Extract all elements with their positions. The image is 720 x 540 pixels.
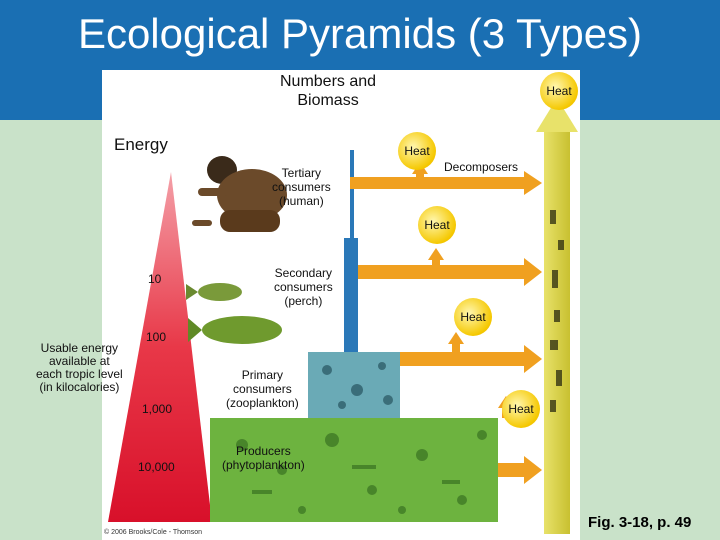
human-column xyxy=(350,150,354,238)
tertiary-consumers-label: Tertiary consumers (human) xyxy=(272,166,331,208)
energy-value-secondary: 100 xyxy=(146,330,167,344)
transfer-arrows xyxy=(350,171,542,484)
perch-fish-1 xyxy=(186,283,242,301)
page-title: Ecological Pyramids (3 Types) xyxy=(77,10,643,57)
energy-value-producers: 10,000 xyxy=(138,460,175,474)
perch-column xyxy=(344,238,358,352)
human-figure xyxy=(192,156,287,232)
heat-bubble-tertiary: Heat xyxy=(398,132,436,170)
heat-bubble-decomposers: Heat xyxy=(540,72,578,110)
primary-consumers-label: Primary consumers (zooplankton) xyxy=(226,368,299,410)
producers-block xyxy=(210,418,498,522)
perch-fish-2 xyxy=(188,316,282,344)
usable-energy-note: Usable energy available at each tropic l… xyxy=(36,341,123,394)
energy-label: Energy xyxy=(114,135,168,154)
energy-pyramid xyxy=(108,172,212,522)
figure-reference: Fig. 3-18, p. 49 xyxy=(588,514,692,531)
numbers-biomass-label: Numbers and Biomass xyxy=(280,73,377,109)
figure-graphic xyxy=(108,98,578,534)
energy-value-primary: 1,000 xyxy=(142,402,173,416)
copyright-credit: © 2006 Brooks/Cole - Thomson xyxy=(104,529,203,536)
energy-value-tertiary: 10 xyxy=(148,272,162,286)
heat-bubble-producers: Heat xyxy=(502,390,540,428)
figure-panel: Numbers and Biomass Energy Heat Heat Hea… xyxy=(102,70,580,540)
producers-label: Producers (phytoplankton) xyxy=(222,444,305,472)
decomposers-bar xyxy=(544,130,570,534)
heat-bubble-secondary: Heat xyxy=(418,206,456,244)
secondary-consumers-label: Secondary consumers (perch) xyxy=(274,266,333,308)
decomposers-arrowhead xyxy=(536,98,578,132)
decomposers-label: Decomposers xyxy=(444,160,519,174)
heat-bubble-primary: Heat xyxy=(454,298,492,336)
